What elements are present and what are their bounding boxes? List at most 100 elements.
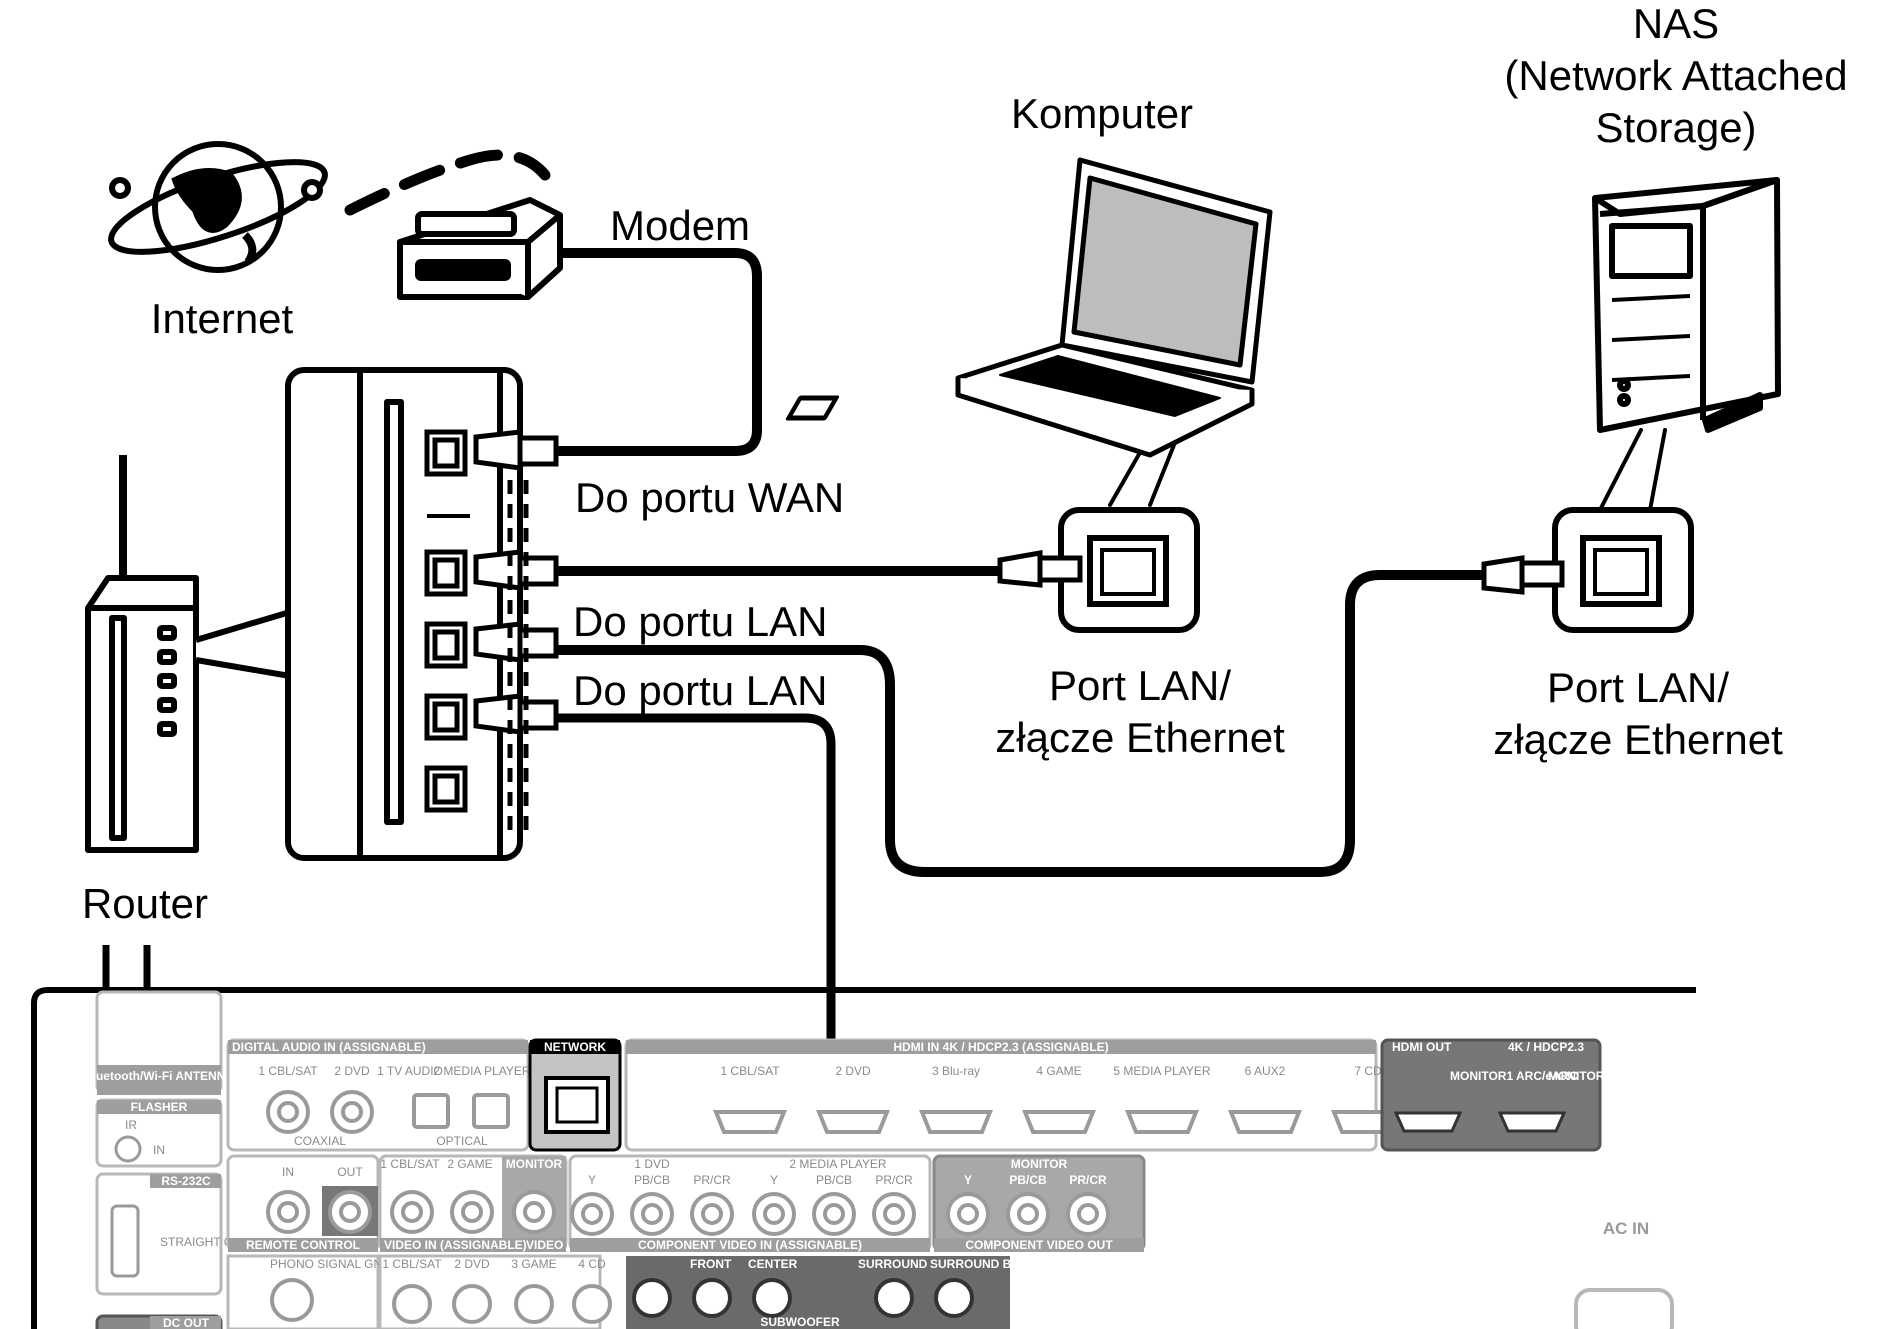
antenna-label: Bluetooth/Wi-Fi ANTENNA [84, 1069, 234, 1083]
monitor1-label: MONITOR1 ARC/eARC [1450, 1069, 1578, 1083]
nas-label-line2: (Network Attached [1504, 52, 1847, 99]
lan-port-label-2: Do portu LAN [573, 667, 827, 714]
hdmi-input-label: 7 CD [1354, 1064, 1382, 1078]
component-video-out-label: COMPONENT VIDEO OUT [965, 1238, 1113, 1252]
hdmi-input-port [713, 1110, 787, 1134]
hdmi-input-label: 3 Blu-ray [932, 1064, 980, 1078]
flasher-in-label: IN [153, 1143, 165, 1157]
nas-icon [1592, 177, 1781, 433]
nas-lan-port-callout [1481, 507, 1694, 633]
lan-cable-nas [547, 570, 1488, 877]
diagram-labels: NAS (Network Attached Storage) Komputer … [82, 0, 1848, 927]
monitor2-label: MONITOR2 [1548, 1069, 1611, 1083]
preout-surround-back: SURROUND BACK [930, 1257, 1038, 1271]
remote-in-label: IN [282, 1165, 294, 1179]
preout-center: CENTER [748, 1257, 798, 1271]
hdmi-out-label: HDMI OUT [1392, 1040, 1452, 1054]
component-video-in-label: COMPONENT VIDEO IN (ASSIGNABLE) [638, 1238, 862, 1252]
component-group-2: 2 MEDIA PLAYER [789, 1157, 886, 1171]
component-channel-label: Y [588, 1173, 596, 1187]
hdmi-input-port [816, 1110, 890, 1134]
video-monitor-label: MONITOR [506, 1157, 563, 1171]
digital-input-4: 2 MEDIA PLAYER [433, 1064, 530, 1078]
audio-in-4: 4 CD [578, 1257, 606, 1271]
component-channel-label: PR/CR [693, 1173, 731, 1187]
component-jack [1077, 1203, 1099, 1225]
coaxial-label: COAXIAL [294, 1134, 346, 1148]
component-jack [1017, 1203, 1039, 1225]
hdmi-input-label: 6 AUX2 [1245, 1064, 1286, 1078]
wan-port-label: Do portu WAN [575, 474, 844, 521]
component-jack [883, 1203, 905, 1225]
router-label: Router [82, 880, 208, 927]
hdmi-input-port [1125, 1110, 1199, 1134]
hdmi-input-port [1228, 1110, 1302, 1134]
internet-globe-icon [108, 141, 328, 273]
router-icon [85, 455, 291, 853]
video-in-1: 1 CBL/SAT [380, 1157, 440, 1171]
component-jack [701, 1203, 723, 1225]
modem-icon [397, 197, 563, 300]
component-monitor-jacks: Y PB/CB PR/CR [946, 1173, 1110, 1236]
nas-port-leader [1598, 428, 1667, 512]
flasher-label: FLASHER [131, 1100, 188, 1114]
ac-in-label: AC IN [1603, 1219, 1649, 1238]
hdmi-input-port [919, 1110, 993, 1134]
computer-port-label-line2: złącze Ethernet [995, 714, 1285, 761]
hdmi-input-label: 1 CBL/SAT [720, 1064, 780, 1078]
receiver-rear-panel: Bluetooth/Wi-Fi ANTENNA FLASHER IR IN RS… [31, 945, 1696, 1329]
hdmi-input-label: 5 MEDIA PLAYER [1113, 1064, 1210, 1078]
computer-port-label-line1: Port LAN/ [1049, 662, 1231, 709]
digital-audio-in-label: DIGITAL AUDIO IN (ASSIGNABLE) [232, 1040, 426, 1054]
hdmi-input-label: 4 GAME [1036, 1064, 1081, 1078]
hdmi-in-ports: 1 CBL/SAT 2 DVD 3 Blu-ray 4 GAME 5 MEDIA PLA… [713, 1064, 1405, 1134]
internet-link-dashed [344, 149, 551, 216]
lan-port-label-1: Do portu LAN [573, 598, 827, 645]
computer-label: Komputer [1011, 90, 1193, 137]
hdmi-input-port [1022, 1110, 1096, 1134]
component-channel-label: PR/CR [875, 1173, 913, 1187]
component-channel-label: PR/CR [1069, 1173, 1107, 1187]
computer-lan-port-callout [997, 507, 1200, 633]
component-channel-label: PB/CB [1009, 1173, 1047, 1187]
nas-port-label-line1: Port LAN/ [1547, 664, 1729, 711]
component-jack [823, 1203, 845, 1225]
digital-input-1: 1 CBL/SAT [258, 1064, 318, 1078]
component-monitor-label: MONITOR [1011, 1157, 1068, 1171]
component-channel-label: Y [770, 1173, 778, 1187]
remote-control-label: REMOTE CONTROL [246, 1238, 360, 1252]
nas-label-line3: Storage) [1595, 104, 1756, 151]
component-group-1: 1 DVD [634, 1157, 670, 1171]
laptop-icon [785, 157, 1273, 458]
component-channel-label: Y [964, 1173, 972, 1187]
signal-gnd-label: SIGNAL GND [317, 1257, 391, 1271]
preout-surround: SURROUND [858, 1257, 928, 1271]
nas-label-line1: NAS [1633, 0, 1719, 47]
hdmi-input-label: 2 DVD [835, 1064, 871, 1078]
hdmi-in-label: HDMI IN 4K / HDCP2.3 (ASSIGNABLE) [893, 1040, 1108, 1054]
receiver-outline [31, 987, 1696, 1329]
phono-label: PHONO [270, 1257, 314, 1271]
audio-in-1: 1 CBL/SAT [382, 1257, 442, 1271]
optical-label: OPTICAL [436, 1134, 488, 1148]
component-jack [957, 1203, 979, 1225]
router-cable-dashes [507, 480, 529, 840]
nas-port-label-line2: złącze Ethernet [1493, 716, 1783, 763]
component-channel-label: PB/CB [816, 1173, 852, 1187]
component-jack [641, 1203, 663, 1225]
digital-input-3: 1 TV AUDIO [377, 1064, 443, 1078]
component-jack [763, 1203, 785, 1225]
ac-in-socket [1574, 1288, 1674, 1329]
hdmi-out-spec: 4K / HDCP2.3 [1508, 1040, 1584, 1054]
remote-out-label: OUT [337, 1165, 363, 1179]
audio-in-2: 2 DVD [454, 1257, 490, 1271]
video-in-label: VIDEO IN (ASSIGNABLE) [384, 1238, 527, 1252]
component-jack [581, 1203, 603, 1225]
preout-front: FRONT [690, 1257, 732, 1271]
wan-cable [547, 248, 762, 456]
audio-in-3: 3 GAME [511, 1257, 556, 1271]
video-in-2: 2 GAME [447, 1157, 492, 1171]
digital-input-2: 2 DVD [334, 1064, 370, 1078]
ir-label: IR [125, 1118, 137, 1132]
